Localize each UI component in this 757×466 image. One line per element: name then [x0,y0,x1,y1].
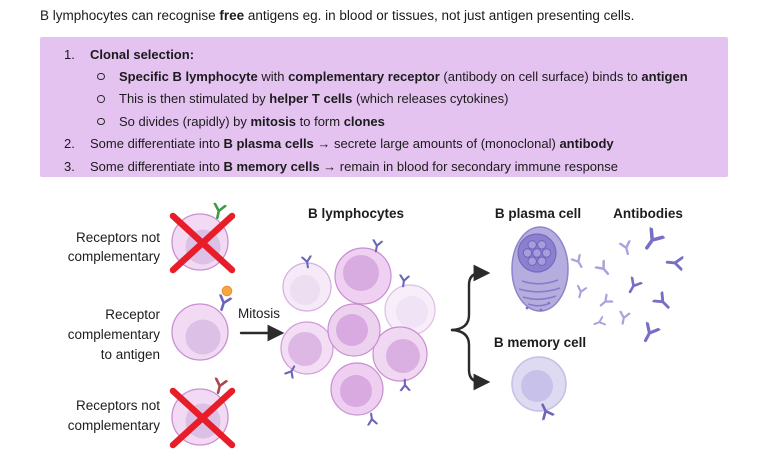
antibody-icon [623,275,644,297]
row3-label-line1: Receptors not [76,398,160,413]
antibodies-label: Antibodies [613,206,683,221]
b-memory-cell-label: B memory cell [494,335,586,350]
b-memory-cell-icon [511,356,567,422]
bullet-circle-icon [97,118,119,126]
row2-label-line2: complementary [68,327,161,342]
row1-label-line1: Receptors not [76,230,160,245]
b-plasma-cell-icon [511,226,569,312]
row2-label-line1: Receptor [105,307,160,322]
red-cross-icon [169,212,236,274]
sub-item-text: This is then stimulated by helper T cell… [119,91,509,107]
sub-item-specific-b-lymphocyte: Specific B lymphocyte with complementary… [40,65,728,87]
intro-text: B lymphocytes can recognise free antigen… [40,8,635,23]
list-item-text: Some differentiate into B memory cells →… [90,158,618,174]
antibody-icon [593,258,614,279]
list-number: 1. [64,46,75,62]
antibody-icon [569,252,588,271]
antibody-icon [573,284,589,300]
antibody-icon [637,225,667,255]
b-lymphocyte-cluster [280,238,436,427]
clonal-selection-diagram: Receptors not complementary Receptor com… [68,201,685,449]
list-item-b-memory-cells: 3. Some differentiate into B memory cell… [40,155,728,177]
mitosis-label: Mitosis [238,306,280,321]
sub-item-mitosis-clones: So divides (rapidly) by mitosis to form … [40,110,728,132]
list-item-text: Clonal selection: [90,46,195,62]
purple-receptor-icon [214,293,234,313]
antibodies-group [569,225,685,346]
list-number: 3. [64,158,75,174]
bullet-circle-icon [97,73,119,81]
row2-label-line3: to antigen [101,347,160,362]
sub-item-text: Specific B lymphocyte with complementary… [119,69,688,85]
list-number: 2. [64,136,75,152]
b-plasma-cell-label: B plasma cell [495,206,581,221]
split-connector-lower [450,328,491,391]
b-cell-complementary [171,285,234,361]
b-cell-not-complementary-bottom [169,376,236,449]
antibody-icon [616,310,632,326]
bullet-circle-icon [97,95,119,103]
list-item-b-plasma-cells: 2. Some differentiate into B plasma cell… [40,133,728,155]
antibody-icon [665,253,685,272]
row1-label-line2: complementary [68,249,161,264]
list-item-clonal-selection: 1. Clonal selection: [40,43,728,65]
dark-red-receptor-icon [210,376,229,396]
b-cell-not-complementary-top [169,201,236,274]
antibody-icon [591,315,607,330]
b-lymphocytes-label: B lymphocytes [308,206,404,221]
sub-item-helper-t-cells: This is then stimulated by helper T cell… [40,88,728,110]
sub-item-text: So divides (rapidly) by mitosis to form … [119,113,385,129]
antibody-icon [617,239,635,257]
antibody-icon [651,290,675,314]
purple-receptor-icon [364,411,379,427]
antigen-icon [221,285,233,297]
row3-label-line2: complementary [68,418,161,433]
antibody-icon [637,320,662,346]
antibody-icon [596,292,615,311]
split-connector-upper [450,264,491,332]
notes-box: 1. Clonal selection: Specific B lymphocy… [40,37,728,177]
red-cross-icon [169,387,236,449]
list-item-text: Some differentiate into B plasma cells →… [90,136,614,152]
